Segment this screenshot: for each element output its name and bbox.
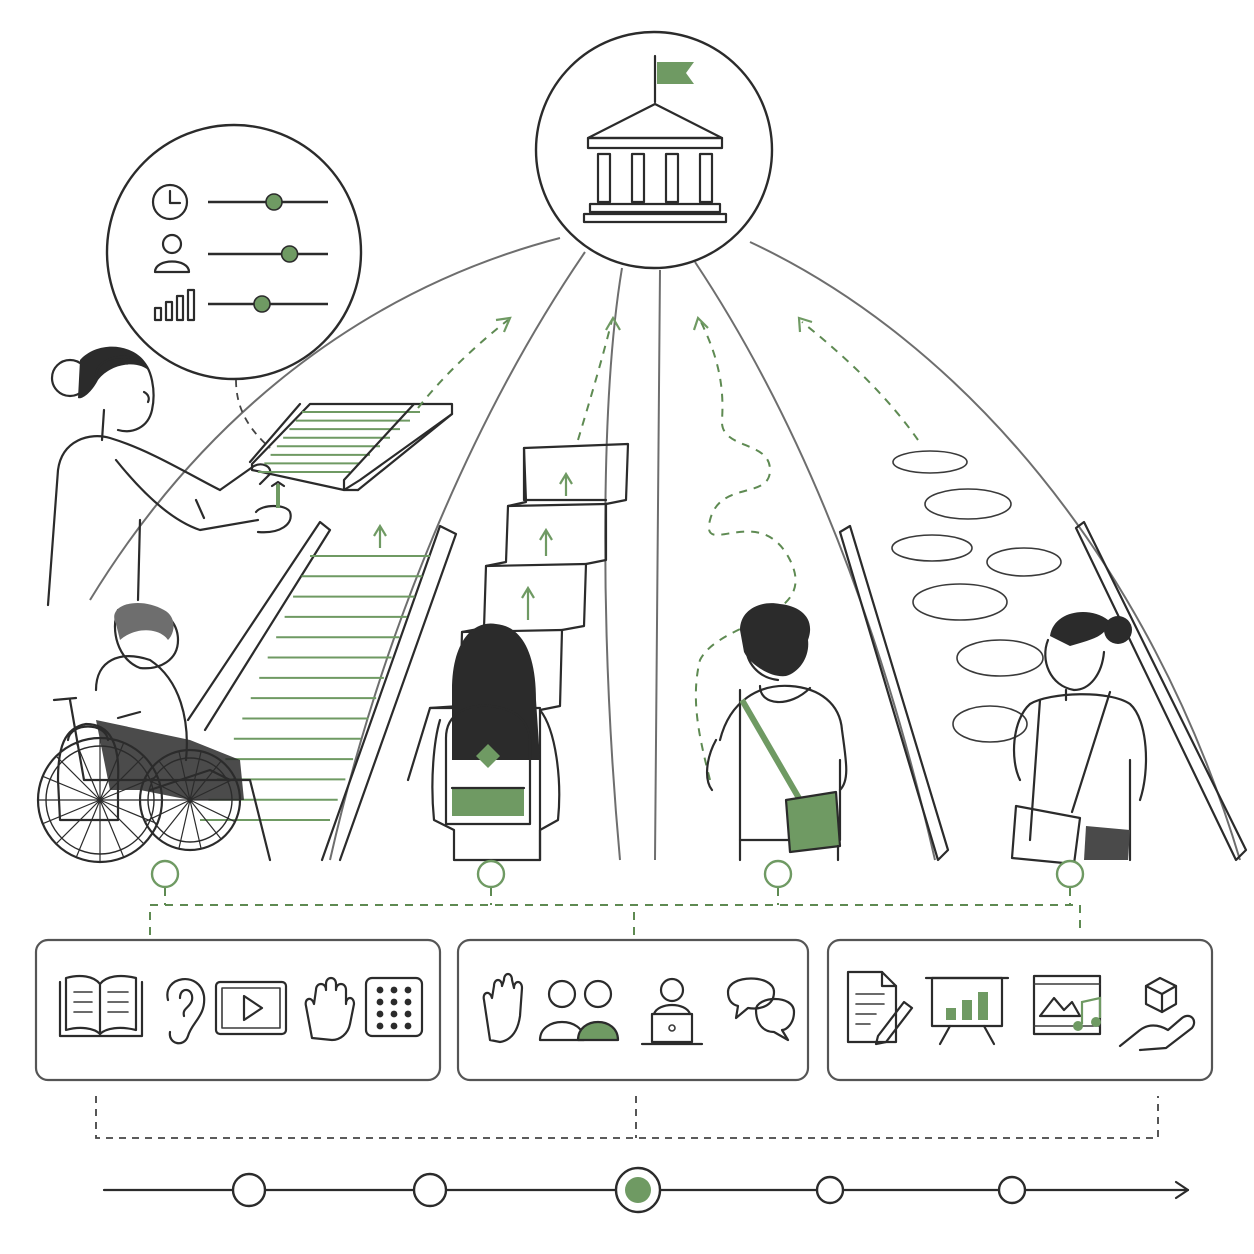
laptop-user-icon [640, 977, 704, 1046]
goal-institution [534, 30, 774, 270]
bar-chart-icon [153, 288, 196, 322]
document-pen-icon [846, 970, 914, 1046]
panel-representation [34, 938, 442, 1082]
connector-node [150, 859, 180, 889]
person-icon [153, 233, 191, 274]
ramp-path [186, 520, 458, 862]
teacher-figure [46, 346, 292, 607]
progress-arrows [417, 315, 919, 781]
settings-sliders [208, 193, 328, 313]
timeline-stop[interactable] [815, 1175, 845, 1205]
presentation-chart-icon [924, 976, 1010, 1046]
panel-engagement [456, 938, 810, 1082]
timeline-stop[interactable] [997, 1175, 1027, 1205]
clock-icon [151, 183, 189, 221]
raised-hand-icon [482, 972, 524, 1044]
slider-knob [265, 193, 283, 211]
ramp-piece-held [248, 402, 454, 492]
slider-knob [253, 295, 271, 313]
timeline-stop-active-fill [625, 1177, 651, 1203]
slider-knob [280, 245, 299, 263]
panel-bracket [95, 1096, 1159, 1139]
timeline [102, 1166, 1190, 1214]
video-play-icon [214, 980, 288, 1036]
stepping-stones-path [838, 450, 1248, 862]
traveler-connectors [149, 859, 1085, 935]
connector-node [1055, 859, 1085, 889]
braille-grid-icon [364, 976, 424, 1038]
ear-icon [166, 978, 206, 1045]
settings-bubble [105, 123, 363, 449]
chat-bubbles-icon [726, 977, 796, 1042]
timeline-stop[interactable] [412, 1172, 448, 1208]
wheelchair-user [36, 602, 272, 864]
hand-icon [304, 976, 356, 1042]
student-with-shoulder-bag [706, 603, 848, 862]
connector-node [476, 859, 506, 889]
panel-expression [826, 938, 1214, 1082]
connector-node [763, 859, 793, 889]
hand-holding-cube-icon [1118, 976, 1196, 1052]
stairs-path [406, 442, 630, 862]
student-with-backpack [431, 623, 561, 862]
institution-building-with-flag-icon [582, 54, 728, 224]
open-book-icon [58, 974, 144, 1038]
student-with-crossbody-bag [1010, 612, 1148, 866]
timeline-stop[interactable] [231, 1172, 267, 1208]
two-people-icon [538, 979, 620, 1042]
media-music-icon [1032, 974, 1102, 1036]
